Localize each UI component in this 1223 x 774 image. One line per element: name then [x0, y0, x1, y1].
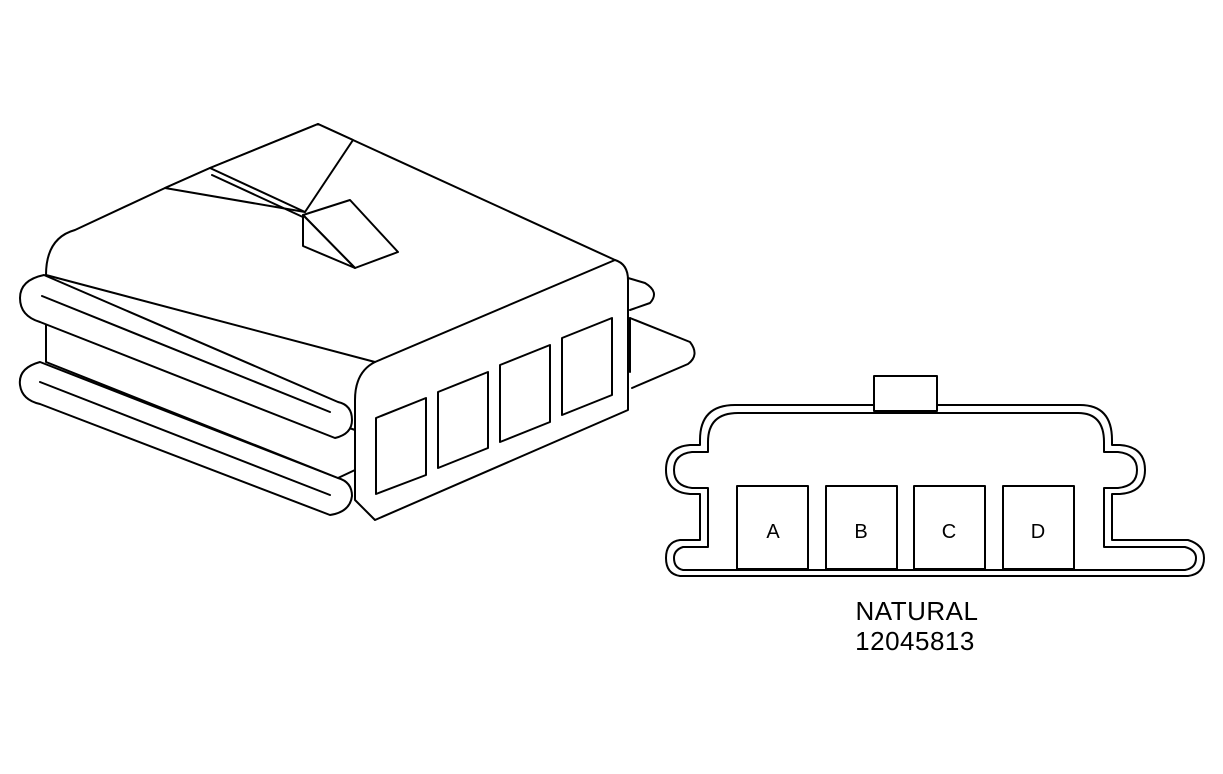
connector-isometric-view	[18, 123, 696, 521]
iso-latch-ridge-2	[211, 174, 306, 219]
pin-label-c: C	[942, 521, 956, 543]
iso-pin-window-d	[561, 317, 613, 416]
front-latch-tab	[873, 375, 938, 412]
iso-front-face	[374, 259, 616, 363]
iso-lower-rail-groove	[39, 381, 331, 496]
iso-upper-rail-groove	[41, 295, 331, 413]
iso-pin-window-a	[375, 397, 427, 495]
iso-pin-window-c	[499, 344, 551, 443]
connector-front-view: A B C D	[665, 375, 1205, 577]
front-pin-cavity-d	[1002, 485, 1075, 570]
front-pin-cavity-a	[736, 485, 809, 570]
front-pin-cavity-b	[825, 485, 898, 570]
connector-part-number: 12045813	[855, 626, 975, 656]
iso-back-upper-rail	[627, 277, 655, 311]
pin-label-a: A	[766, 521, 780, 543]
iso-latch-ridge	[209, 167, 306, 213]
iso-latch-ramp-front	[302, 214, 356, 269]
pin-label-d: D	[1031, 521, 1045, 543]
connector-color-label: NATURAL	[856, 596, 979, 626]
iso-back-lower-rail	[629, 317, 696, 389]
front-inner-outline	[673, 412, 1197, 571]
front-pin-cavity-c	[913, 485, 986, 570]
iso-upper-rail	[19, 274, 353, 439]
pin-label-b: B	[854, 521, 867, 543]
iso-pin-window-b	[437, 371, 489, 469]
